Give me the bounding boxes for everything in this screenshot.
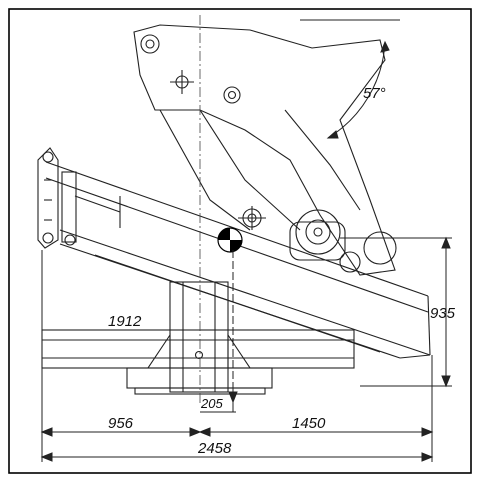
main-boom: [45, 161, 431, 359]
dimension-205: 205: [200, 396, 223, 411]
center-of-gravity-icon: [217, 227, 243, 253]
height-dimension: [340, 236, 452, 388]
offset-dimension: [200, 250, 238, 413]
dimension-956: 956: [108, 415, 134, 432]
dimension-935: 935: [430, 305, 456, 322]
crane-base: [41, 281, 355, 395]
dimension-1912: 1912: [108, 313, 142, 330]
boom-tip: [37, 147, 77, 249]
slewing-motor: [238, 206, 397, 273]
drawing-frame: [8, 8, 472, 474]
angle-dimension: [300, 19, 400, 139]
span-dimensions: [40, 250, 434, 462]
dimension-1450: 1450: [292, 415, 326, 432]
dimension-2458: 2458: [197, 440, 232, 457]
upper-arm: [133, 24, 396, 276]
angle-label: 57°: [363, 85, 386, 102]
